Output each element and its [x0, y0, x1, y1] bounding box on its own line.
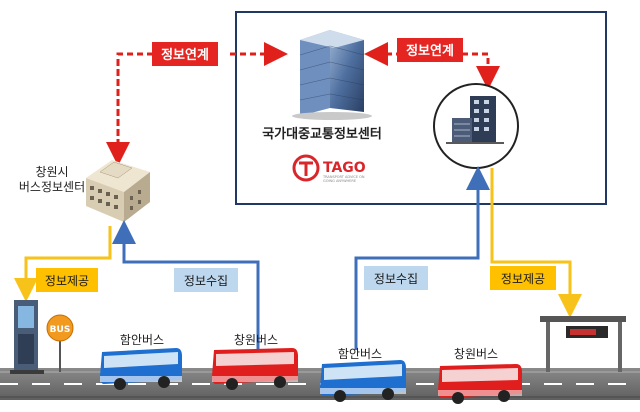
- collect-left-label: 정보수집: [184, 274, 228, 288]
- provide-left-label: 정보제공: [45, 274, 89, 288]
- bus-info-kiosk-icon: [10, 300, 44, 374]
- collect-left-line: [112, 220, 260, 350]
- link-left-label-bg: [152, 42, 218, 66]
- bus-2-label: 창원버스: [234, 333, 278, 347]
- bus-1-label: 함안버스: [120, 333, 164, 347]
- bus-stop-sign-icon: [46, 314, 74, 372]
- tago-logo-sub2: GOING ANYWHERE: [323, 179, 356, 183]
- bus-3-label: 함안버스: [338, 347, 382, 361]
- provide-left-label-bg: [36, 268, 98, 292]
- provide-right-line: [490, 168, 582, 318]
- provide-right-label-bg: [490, 266, 556, 290]
- bus-4-label: 창원버스: [454, 347, 498, 361]
- bus-stop-sign-text: BUS: [50, 325, 71, 335]
- provide-right-label: 정보제공: [501, 272, 545, 286]
- link-arrow-right: [364, 42, 500, 90]
- collect-left-label-bg: [174, 268, 238, 292]
- bus-2-icon: [212, 348, 298, 390]
- collect-right-line: [354, 166, 490, 350]
- tago-logo-text: TAGO: [323, 160, 366, 176]
- server-building-icon: [433, 83, 519, 169]
- bus-3-icon: [320, 360, 406, 402]
- link-right-label-bg: [397, 38, 463, 62]
- changwon-center-title-line2: 버스정보센터: [19, 180, 85, 194]
- national-center-building-icon: [292, 30, 372, 120]
- collect-right-label: 정보수집: [374, 272, 418, 286]
- link-arrow-left: [106, 42, 288, 166]
- road: [0, 368, 640, 400]
- tago-logo-sub1: TRANSPORT ADVICE ON: [322, 175, 365, 179]
- link-left-label: 정보연계: [161, 47, 209, 63]
- provide-left-line: [14, 226, 112, 302]
- national-center-title: 국가대중교통정보센터: [262, 126, 382, 142]
- national-center-frame: [235, 11, 607, 205]
- tago-logo: [292, 154, 320, 182]
- bus-1-icon: [100, 348, 182, 390]
- changwon-center-title-line1: 창원시: [35, 165, 68, 179]
- changwon-center-building-icon: [86, 160, 150, 222]
- link-right-label: 정보연계: [406, 43, 454, 59]
- bus-shelter-icon: [540, 316, 626, 372]
- collect-right-label-bg: [364, 266, 428, 290]
- bus-4-icon: [438, 364, 522, 404]
